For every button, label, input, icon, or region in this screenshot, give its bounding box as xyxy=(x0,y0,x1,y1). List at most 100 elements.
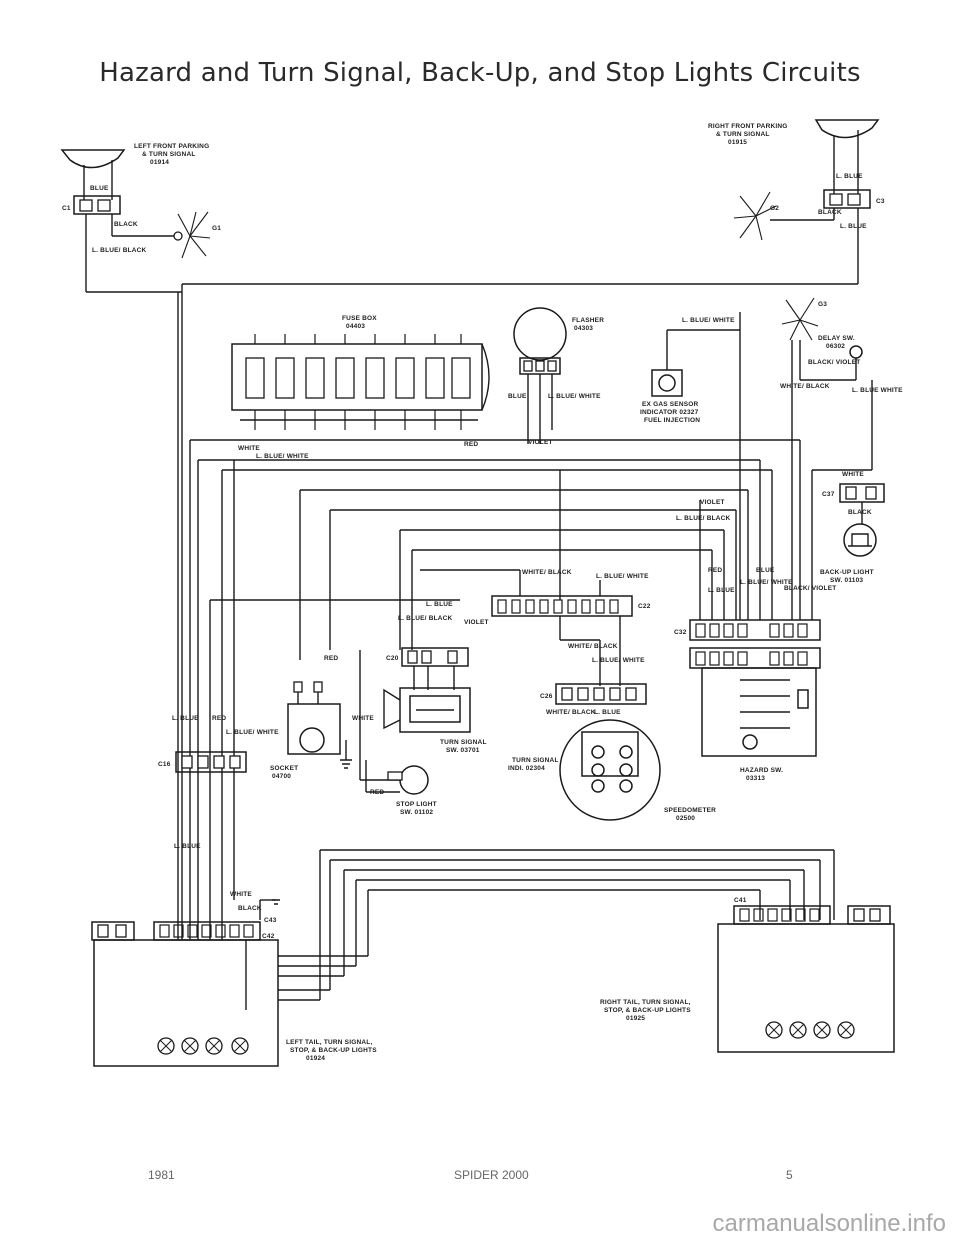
right-tail-code: 01925 xyxy=(626,1015,645,1022)
wire-label: WHITE/ BLACK xyxy=(780,383,830,390)
turn-signal-sw-code: SW. 03701 xyxy=(446,747,480,754)
right-front-lamp-sub: & TURN SIGNAL xyxy=(716,131,770,138)
wire-label: WHITE xyxy=(352,715,374,722)
delay-sw-label: DELAY SW. xyxy=(818,335,855,342)
socket-code: 04700 xyxy=(272,773,291,780)
connector-c42: C42 xyxy=(262,933,275,940)
socket-label: SOCKET xyxy=(270,765,298,772)
wire-label: BLACK xyxy=(114,221,138,228)
ex-gas-label-3: FUEL INJECTION xyxy=(644,417,700,424)
hazard-switch xyxy=(689,619,821,757)
wire-label: L. BLUE/ WHITE xyxy=(592,657,645,664)
wire-label: L. BLUE/ WHITE xyxy=(682,317,735,324)
wire-label: L. BLUE xyxy=(836,173,863,180)
turn-signal-sw-label: TURN SIGNAL xyxy=(440,739,487,746)
wire-label: VIOLET xyxy=(700,499,725,506)
fuse-box xyxy=(231,334,490,430)
wire-label: BLACK/ VIOLET xyxy=(784,585,836,592)
footer-model: SPIDER 2000 xyxy=(454,1168,529,1182)
wire-label: WHITE xyxy=(842,471,864,478)
turn-signal-switch xyxy=(383,647,471,733)
hazard-sw-code: 03313 xyxy=(746,775,765,782)
connector-g2: G2 xyxy=(770,205,779,212)
connector-c37: C37 xyxy=(822,491,835,498)
connector-labels: C1 C3 G1 G2 G3 C22 C20 C26 C32 C37 C16 C… xyxy=(62,198,885,940)
connector-g1: G1 xyxy=(212,225,221,232)
delay-sw-code: 06302 xyxy=(826,343,845,350)
wire-label: L. BLUE xyxy=(708,587,735,594)
right-front-lamp-label: RIGHT FRONT PARKING xyxy=(708,123,788,130)
right-front-parking-lamp xyxy=(182,119,880,285)
connector-c3: C3 xyxy=(876,198,885,205)
wire-label: RED xyxy=(324,655,338,662)
hazard-sw-label: HAZARD SW. xyxy=(740,767,783,774)
backup-light-label: BACK-UP LIGHT xyxy=(820,569,874,576)
wire-label: VIOLET xyxy=(528,439,553,446)
wire-label: L. BLUE/ WHITE xyxy=(548,393,601,400)
left-front-parking-lamp xyxy=(60,149,211,293)
wire-label: L. BLUE xyxy=(840,223,867,230)
left-front-lamp-label: LEFT FRONT PARKING xyxy=(134,143,209,150)
footer-year: 1981 xyxy=(148,1168,175,1182)
wire-label: L. BLUE/ WHITE xyxy=(226,729,279,736)
wire-label: RED xyxy=(370,789,384,796)
connector-c16 xyxy=(175,751,247,773)
fuse-box-label: FUSE BOX xyxy=(342,315,377,322)
watermark: carmanualsonline.info xyxy=(712,1210,946,1237)
main-harness xyxy=(177,284,801,940)
right-tail-label-1: RIGHT TAIL, TURN SIGNAL, xyxy=(600,999,691,1006)
wire-label: BLUE xyxy=(90,185,109,192)
wire-label: BLACK xyxy=(818,209,842,216)
connector-c26: C26 xyxy=(540,693,553,700)
stop-light-switch xyxy=(359,650,429,795)
flasher-code: 04303 xyxy=(574,325,593,332)
wire-label: L. BLUE/ BLACK xyxy=(398,615,453,622)
wire-label: WHITE xyxy=(238,445,260,452)
rear-harness xyxy=(245,849,835,1010)
wire-label: RED xyxy=(212,715,226,722)
flasher-label: FLASHER xyxy=(572,317,604,324)
wire-label: L. BLUE/ WHITE xyxy=(596,573,649,580)
wire-label: BLACK/ VIOLET xyxy=(808,359,860,366)
wire-label: L. BLUE xyxy=(426,601,453,608)
wire-label: WHITE xyxy=(230,891,252,898)
ex-gas-sensor-indicator xyxy=(651,312,741,620)
g3-lamp-and-backup-switch xyxy=(781,297,885,620)
wire-label: L. BLUE xyxy=(174,843,201,850)
turn-indicator-code: INDI. 02304 xyxy=(508,765,545,772)
component-labels: LEFT FRONT PARKING & TURN SIGNAL 01914 R… xyxy=(134,123,874,1062)
connector-c1: C1 xyxy=(62,205,71,212)
left-tail-label-1: LEFT TAIL, TURN SIGNAL, xyxy=(286,1039,372,1046)
wire-label: BLUE xyxy=(508,393,527,400)
flasher xyxy=(513,307,567,444)
wire-label: BLUE xyxy=(756,567,775,574)
wire-label: VIOLET xyxy=(464,619,489,626)
speedometer-label: SPEEDOMETER xyxy=(664,807,716,814)
connector-c41: C41 xyxy=(734,897,747,904)
wire-label: L. BLUE xyxy=(172,715,199,722)
right-front-lamp-code: 01915 xyxy=(728,139,747,146)
wire-label: L. BLUE WHITE xyxy=(852,387,903,394)
wire-label: WHITE/ BLACK xyxy=(522,569,572,576)
wire-label: L. BLUE/ WHITE xyxy=(256,453,309,460)
left-tail-lamp-assembly xyxy=(91,921,368,1067)
connector-c20: C20 xyxy=(386,655,399,662)
ex-gas-label-2: INDICATOR 02327 xyxy=(640,409,699,416)
right-tail-label-2: STOP, & BACK-UP LIGHTS xyxy=(604,1007,691,1014)
wire-label: BLACK xyxy=(238,905,262,912)
wire-label: WHITE/ BLACK xyxy=(568,643,618,650)
turn-indicator-label: TURN SIGNAL xyxy=(512,757,559,764)
connector-c22: C22 xyxy=(638,603,651,610)
wire-color-labels: BLUE BLACK L. BLUE/ BLACK L. BLUE BLACK … xyxy=(90,173,903,912)
connector-c16: C16 xyxy=(158,761,171,768)
stop-light-label: STOP LIGHT xyxy=(396,801,437,808)
connector-c32: C32 xyxy=(674,629,687,636)
left-front-lamp-code: 01914 xyxy=(150,159,169,166)
stop-light-code: SW. 01102 xyxy=(400,809,433,816)
wire-label: BLACK xyxy=(848,509,872,516)
speedometer xyxy=(555,683,661,821)
backup-light-code: SW. 01103 xyxy=(830,577,863,584)
socket xyxy=(287,681,352,769)
